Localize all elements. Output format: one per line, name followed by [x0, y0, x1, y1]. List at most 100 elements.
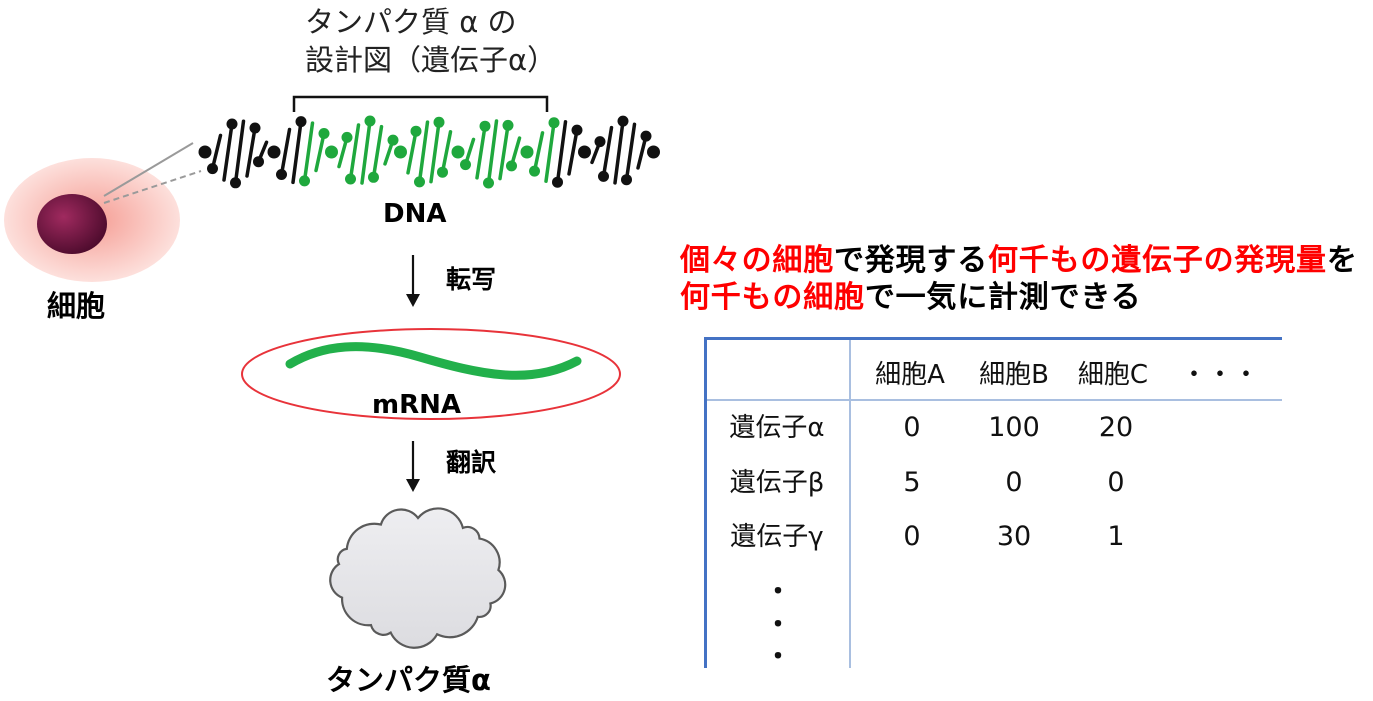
dna-rung	[555, 120, 568, 184]
headline-text: を	[1326, 243, 1358, 278]
dna-base-dot	[207, 163, 218, 175]
dna-base-dot	[594, 136, 606, 148]
dna-rung	[624, 122, 637, 182]
dna-base-dot	[479, 120, 491, 132]
dna-base-dot	[387, 134, 399, 146]
dna-base-dot	[318, 128, 330, 139]
gene-caption-line2: 設計図（遺伝子α）	[305, 43, 557, 77]
dna-base-dot	[571, 124, 583, 136]
gene-caption-line1: タンパク質 α の	[305, 5, 517, 39]
dna-rung	[429, 120, 441, 184]
dna-rung	[210, 133, 223, 171]
dna-node	[578, 145, 591, 159]
headline-highlight: 何千もの細胞	[680, 280, 865, 315]
translation-arrow	[406, 441, 420, 492]
table-column-divider	[849, 340, 851, 668]
dna-base-dot	[621, 174, 632, 186]
gene-bracket	[292, 95, 549, 112]
table-cell: 100	[988, 412, 1040, 443]
dna-rung	[233, 119, 246, 185]
dna-rung	[475, 124, 487, 180]
row-label-gene-alpha: 遺伝子α	[729, 413, 825, 443]
cell-nucleus	[37, 194, 107, 254]
table-cell: 0	[1005, 467, 1023, 498]
protein-label: タンパク質α	[326, 663, 491, 697]
column-header-cell-b: 細胞B	[979, 360, 1049, 390]
table-cell: 0	[1107, 467, 1125, 498]
dna-rung	[348, 123, 361, 181]
dna-base-dot	[598, 170, 609, 182]
headline-text: で一気に計測できる	[864, 280, 1142, 315]
headline-line2: 何千もの細胞 で一気に計測できる	[680, 280, 1141, 316]
table-header-divider	[707, 399, 1282, 401]
transcription-label: 転写	[446, 265, 497, 294]
dna-base-dot	[226, 118, 238, 130]
protein-cloud	[329, 507, 507, 649]
dna-rung	[498, 123, 510, 181]
dna-base-dot	[552, 176, 563, 188]
dna-rung	[302, 121, 315, 183]
dna-node	[647, 145, 660, 159]
dna-base-dot	[414, 176, 425, 188]
headline-highlight: 個々の細胞	[680, 243, 834, 278]
dna-rung	[613, 119, 625, 185]
mrna-label: mRNA	[372, 390, 461, 420]
table-left-border	[704, 337, 707, 668]
dna-rung	[532, 131, 545, 173]
dna-base-dot	[364, 115, 376, 127]
dna-base-dot	[433, 116, 445, 128]
dna-base-dot	[437, 166, 448, 178]
transcription-arrow	[406, 255, 420, 307]
column-header-cell-a: 細胞A	[875, 360, 945, 390]
dna-rung	[417, 120, 430, 184]
dna-base-dot	[506, 160, 517, 172]
dna-rung	[601, 125, 614, 179]
dna-base-dot	[410, 125, 422, 137]
dna-base-dot	[617, 115, 629, 127]
table-top-border	[704, 337, 1282, 340]
headline-highlight: 何千もの遺伝子の発現量	[988, 243, 1327, 278]
dna-rung	[222, 122, 234, 182]
dna-node	[451, 145, 465, 159]
dna-rung	[440, 130, 453, 174]
zoom-line-solid	[103, 142, 194, 197]
table-cell: 20	[1098, 412, 1134, 443]
dna-rung	[544, 121, 556, 183]
dna-base-dot	[548, 117, 560, 129]
mrna-strand	[285, 342, 582, 380]
column-header-cell-c: 細胞C	[1077, 360, 1149, 390]
table-cell: 0	[903, 521, 921, 552]
table-cell: 0	[903, 412, 921, 443]
dna-rung	[371, 124, 384, 180]
dna-helix	[198, 115, 660, 189]
headline-line1: 個々の細胞 で発現する 何千もの遺伝子の発現量 を	[680, 243, 1358, 279]
dna-node	[267, 145, 281, 159]
more-rows-dot: ・	[764, 610, 791, 640]
dna-rung	[486, 119, 499, 185]
dna-base-dot	[295, 116, 307, 128]
dna-base-dot	[460, 159, 471, 171]
more-rows-dot: ・	[764, 577, 791, 607]
dna-base-dot	[483, 177, 494, 189]
dna-base-dot	[230, 177, 241, 189]
more-rows-dot: ・	[764, 642, 791, 672]
dna-rung	[245, 126, 257, 178]
dna-base-dot	[299, 175, 310, 187]
table-cell: 5	[903, 467, 921, 498]
dna-label: DNA	[383, 199, 447, 229]
dna-base-dot	[345, 173, 356, 185]
dna-rung	[567, 128, 579, 176]
dna-node	[325, 145, 338, 159]
dna-base-dot	[341, 131, 353, 143]
dna-base-dot	[276, 169, 287, 180]
headline-text: で発現する	[834, 243, 988, 278]
table-cell: 30	[996, 521, 1032, 552]
dna-node	[394, 145, 407, 159]
table-cell: 1	[1107, 521, 1125, 552]
dna-rung	[406, 129, 418, 175]
zoom-line-dashed	[103, 170, 202, 204]
dna-rung	[360, 119, 372, 185]
translation-label: 翻訳	[446, 448, 497, 477]
